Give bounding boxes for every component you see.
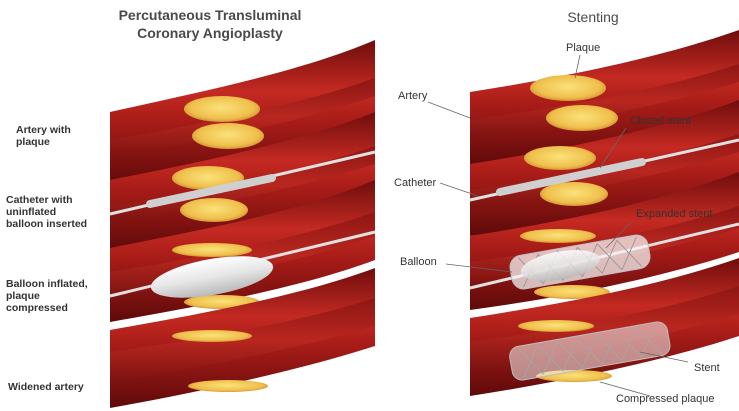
label-stent: Stent [694,362,720,374]
label-balloon-inflated: Balloon inflated, plaque compressed [6,278,88,314]
plaque-top [184,96,260,122]
label-catheter: Catheter [394,177,436,189]
label-plaque: Plaque [566,42,600,54]
plaque-bottom [192,123,264,149]
label-artery: Artery [398,90,427,102]
label-artery-with-plaque: Artery with plaque [16,124,71,148]
stenting-title: Stenting [548,8,638,26]
ptca-title: Percutaneous Transluminal Coronary Angio… [100,6,320,42]
label-expanded-stent: Expanded stent [636,208,712,220]
label-widened-artery: Widened artery [8,381,84,393]
label-balloon: Balloon [400,256,437,268]
label-compressed-plaque: Compressed plaque [616,393,714,405]
label-catheter-uninflated: Catheter with uninflated balloon inserte… [6,194,87,230]
label-closed-stent: Closed stent [630,115,691,127]
